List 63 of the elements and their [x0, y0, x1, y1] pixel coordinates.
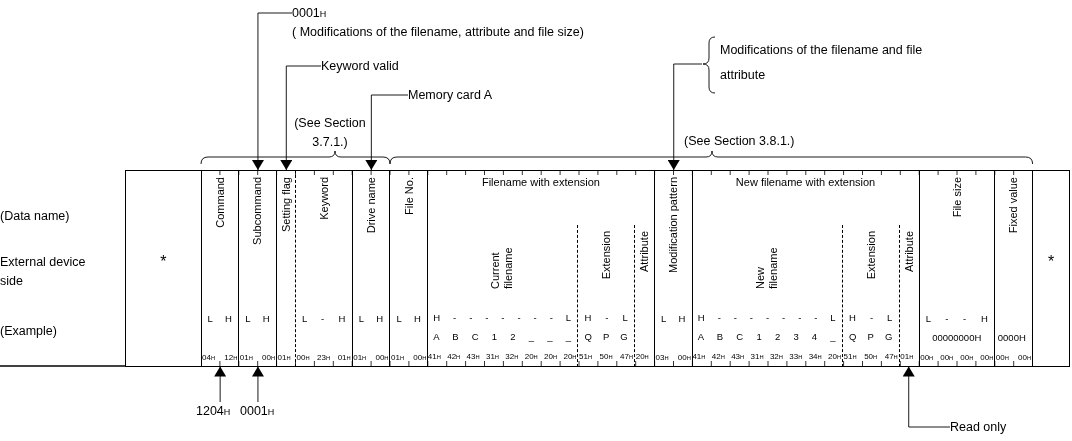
field-name: Keyword — [317, 177, 331, 220]
byte-order: L H — [395, 312, 422, 326]
field-name: File size — [950, 177, 964, 218]
callout-text: Memory card A — [408, 87, 493, 104]
subfield-cell — [842, 225, 900, 367]
field-name: File No. — [402, 177, 416, 215]
asterisk-mark: * — [159, 253, 168, 271]
field-cell — [919, 170, 996, 367]
byte-order: H - - - - - - - L — [432, 311, 573, 325]
example-value: Q P G — [848, 330, 894, 344]
callout-text: Read only — [950, 419, 1007, 436]
field-name: Modification pattern — [666, 177, 680, 273]
byte-order: L H — [206, 312, 233, 326]
example-value: 0000H — [996, 331, 1027, 345]
example-value: Q P G — [583, 330, 629, 344]
field-name: Command — [213, 177, 227, 228]
row-label: (Example) — [0, 323, 57, 340]
field-name: Drive name — [364, 177, 378, 234]
field-name: Fixed value — [1006, 177, 1020, 234]
group-title: Filename with extension — [480, 176, 601, 189]
section-reference: (See Section 3.8.1.) — [684, 133, 795, 150]
field-name: Attribute — [902, 231, 916, 272]
field-name: New filename — [753, 246, 780, 289]
field-name: Setting flag — [279, 177, 293, 233]
field-name: Subcommand — [250, 177, 264, 245]
byte-order: H - - - - - - - L — [696, 311, 837, 325]
row-label: (Data name) — [0, 208, 70, 225]
row-label: External device side — [0, 254, 87, 290]
byte-order: L H — [244, 312, 271, 326]
field-cell — [201, 170, 240, 367]
byte-order: L H — [357, 312, 385, 326]
subfield-cell — [426, 225, 579, 367]
byte-order: L - H — [300, 312, 347, 326]
field-cell — [654, 170, 693, 367]
byte-order: L H — [660, 312, 687, 326]
callout-text: ( Modifications of the filename, attribute and file size) — [292, 24, 584, 41]
field-name: Current filename — [489, 246, 516, 289]
frame-cell — [1032, 170, 1071, 367]
example-value: A B C 1 2 _ _ _ — [432, 330, 573, 344]
field-cell — [994, 170, 1034, 367]
frame-cell — [125, 170, 202, 367]
field-cell — [390, 170, 429, 367]
byte-order: H - L — [583, 311, 629, 325]
field-cell — [295, 170, 353, 367]
field-name: Attribute — [637, 231, 651, 272]
asterisk-mark: * — [1046, 253, 1056, 271]
field-group-cell — [692, 170, 920, 367]
callout-text: Keyword valid — [321, 58, 399, 75]
section-reference: (See Section 3.7.1.) — [293, 115, 367, 151]
field-group-cell — [427, 170, 656, 367]
byte-order: H - L — [848, 311, 894, 325]
field-name: Extension — [599, 231, 613, 280]
field-cell — [238, 170, 278, 367]
example-value: 00000000H — [931, 331, 983, 345]
field-name: Extension — [864, 231, 878, 280]
callout-text: Modifications of the filename and file attribute — [720, 42, 924, 84]
field-cell — [276, 170, 296, 367]
field-cell — [352, 170, 391, 367]
group-title: New filename with extension — [734, 176, 877, 189]
subfield-cell — [691, 225, 844, 367]
example-value: A B C 1 2 3 4 _ — [696, 330, 837, 344]
byte-order: L - - H — [924, 312, 989, 326]
subfield-cell — [578, 225, 636, 367]
